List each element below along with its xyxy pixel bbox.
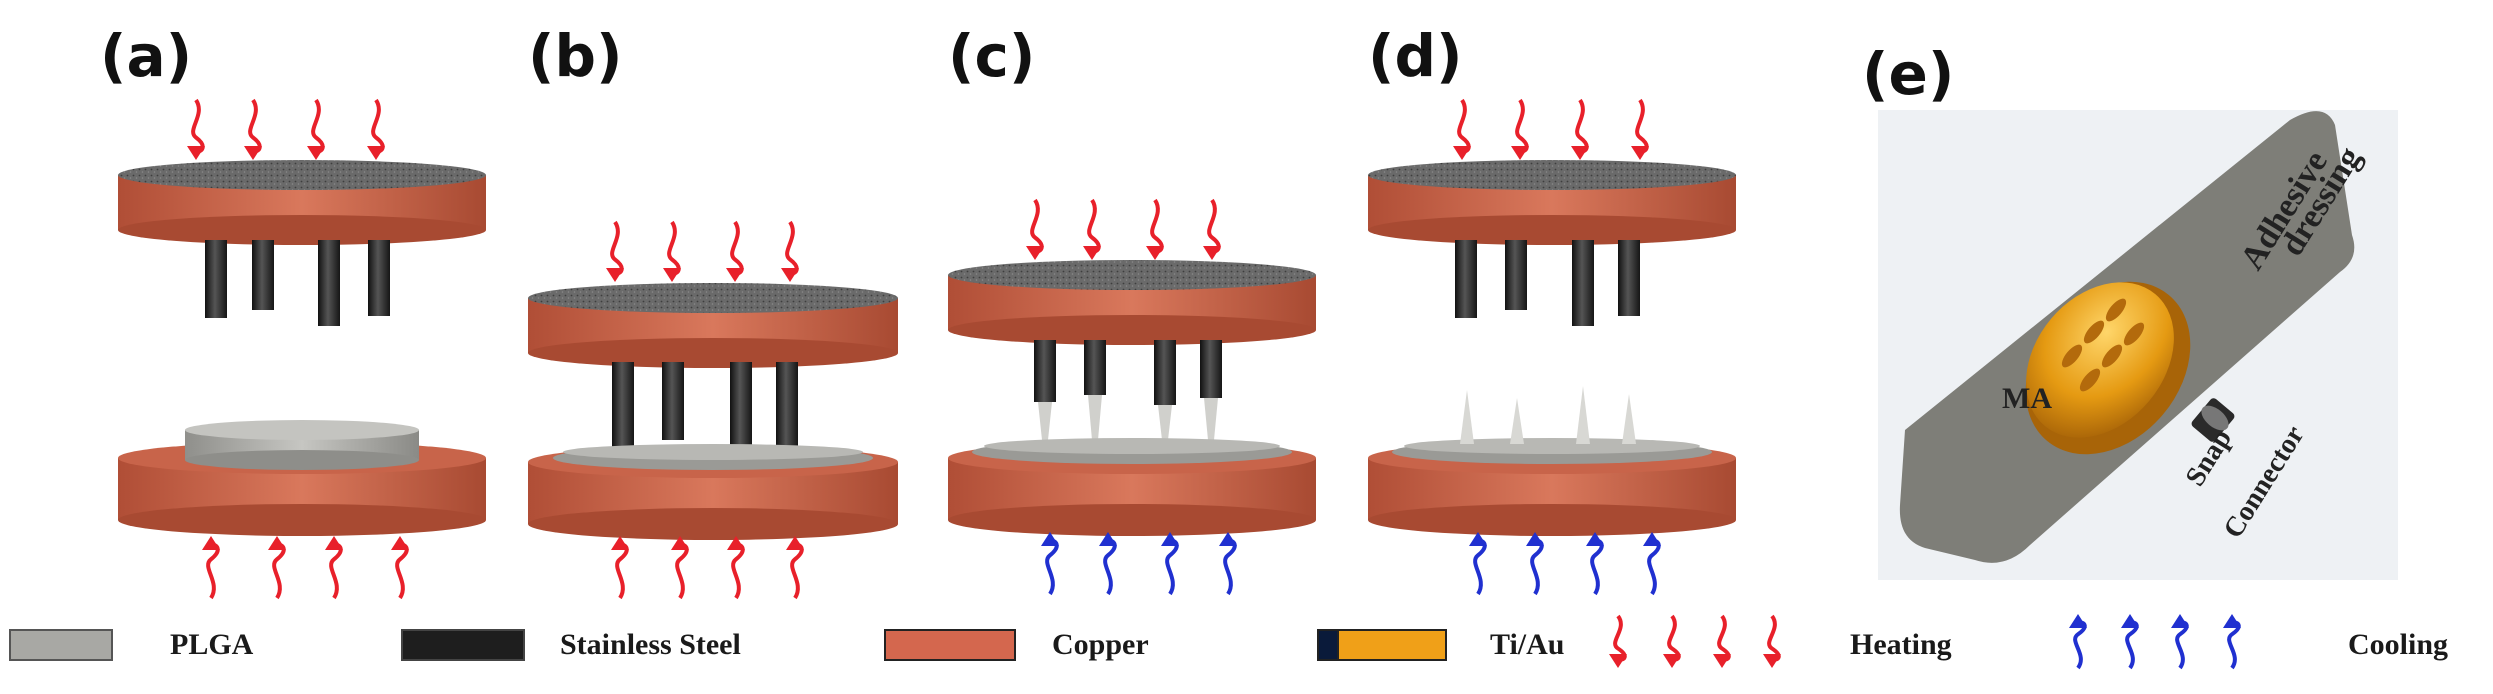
legend-label-plga: PLGA bbox=[170, 628, 254, 661]
cooling-arrow bbox=[1469, 532, 1487, 596]
panel-label-e: (e) bbox=[1862, 40, 1955, 108]
steel-pins bbox=[612, 362, 798, 454]
ma-patch bbox=[2025, 281, 2191, 455]
copper-plate-top bbox=[528, 283, 898, 368]
copper-plate-top bbox=[948, 260, 1316, 345]
legend-heating-arrow bbox=[1663, 614, 1681, 668]
panel-b bbox=[528, 283, 898, 540]
heating-arrow bbox=[367, 98, 385, 160]
heating-arrow bbox=[1146, 198, 1164, 260]
steel-pins bbox=[205, 240, 390, 326]
panel-d bbox=[1368, 160, 1736, 536]
steel-pins bbox=[1034, 340, 1222, 405]
legend-cooling-arrow bbox=[2171, 614, 2189, 670]
panel-a bbox=[118, 160, 486, 536]
panel-e: Adhesive dressing MA Snap Connector bbox=[1878, 110, 2398, 580]
cooling-arrow bbox=[1099, 532, 1117, 596]
heating-arrow bbox=[1083, 198, 1101, 260]
legend-cooling-arrow bbox=[2121, 614, 2139, 670]
legend-heating-arrow bbox=[1713, 614, 1731, 668]
heating-arrow bbox=[663, 220, 681, 282]
heating-arrow bbox=[1631, 98, 1649, 160]
legend-label-cooling: Cooling bbox=[2348, 628, 2449, 661]
cooling-arrow bbox=[1219, 532, 1237, 596]
heating-arrow bbox=[325, 536, 343, 600]
legend-cooling-arrow bbox=[2223, 614, 2241, 670]
heating-arrow bbox=[391, 536, 409, 600]
heating-arrow bbox=[202, 536, 220, 600]
legend-cooling-arrow bbox=[2069, 614, 2087, 670]
cooling-arrow bbox=[1526, 532, 1544, 596]
legend bbox=[9, 629, 1447, 661]
plga-layer bbox=[972, 438, 1292, 464]
heating-arrow bbox=[1203, 198, 1221, 260]
heating-arrow bbox=[1026, 198, 1044, 260]
heating-arrow bbox=[244, 98, 262, 160]
steel-pins bbox=[1455, 240, 1640, 326]
heating-arrow bbox=[1571, 98, 1589, 160]
heating-arrow bbox=[187, 98, 205, 160]
drawn-fibers bbox=[1038, 395, 1218, 440]
legend-swatch-ti bbox=[1317, 629, 1339, 661]
legend-label-tiau: Ti/Au bbox=[1490, 628, 1565, 661]
microneedles bbox=[1460, 386, 1636, 444]
legend-heating-arrow bbox=[1763, 614, 1781, 668]
legend-label-steel: Stainless Steel bbox=[560, 628, 741, 661]
heating-arrow bbox=[1453, 98, 1471, 160]
legend-label-heating: Heating bbox=[1850, 628, 1952, 661]
copper-plate-top bbox=[118, 160, 486, 245]
legend-swatch-au bbox=[1337, 629, 1447, 661]
heating-arrow bbox=[671, 536, 689, 600]
panel-c bbox=[948, 260, 1316, 536]
cooling-arrow bbox=[1041, 532, 1059, 596]
legend-swatch-steel bbox=[401, 629, 525, 661]
legend-swatch-copper bbox=[884, 629, 1016, 661]
plga-disc bbox=[185, 420, 419, 470]
plga-layer bbox=[1392, 438, 1712, 464]
legend-label-copper: Copper bbox=[1052, 628, 1149, 661]
heating-arrow bbox=[781, 220, 799, 282]
legend-heating-arrow bbox=[1609, 614, 1627, 668]
panel-label-a: (a) bbox=[100, 22, 193, 90]
heating-arrow bbox=[726, 220, 744, 282]
panel-label-b: (b) bbox=[528, 22, 623, 90]
heating-arrow bbox=[727, 536, 745, 600]
ma-needles bbox=[2061, 298, 2145, 392]
panel-label-c: (c) bbox=[948, 22, 1036, 90]
heating-arrow bbox=[786, 536, 804, 600]
heating-arrow bbox=[1511, 98, 1529, 160]
ma-label: MA bbox=[2002, 382, 2052, 415]
copper-plate-bottom bbox=[528, 446, 898, 540]
heating-arrow bbox=[606, 220, 624, 282]
copper-plate-top bbox=[1368, 160, 1736, 245]
plga-layer bbox=[553, 444, 873, 470]
panel-label-d: (d) bbox=[1368, 22, 1463, 90]
thermal-arrows bbox=[187, 98, 2241, 670]
heating-arrow bbox=[611, 536, 629, 600]
cooling-arrow bbox=[1161, 532, 1179, 596]
heating-arrow bbox=[268, 536, 286, 600]
legend-swatch-plga bbox=[9, 629, 113, 661]
cooling-arrow bbox=[1643, 532, 1661, 596]
heating-arrow bbox=[307, 98, 325, 160]
cooling-arrow bbox=[1586, 532, 1604, 596]
snap-connector bbox=[2191, 398, 2235, 442]
